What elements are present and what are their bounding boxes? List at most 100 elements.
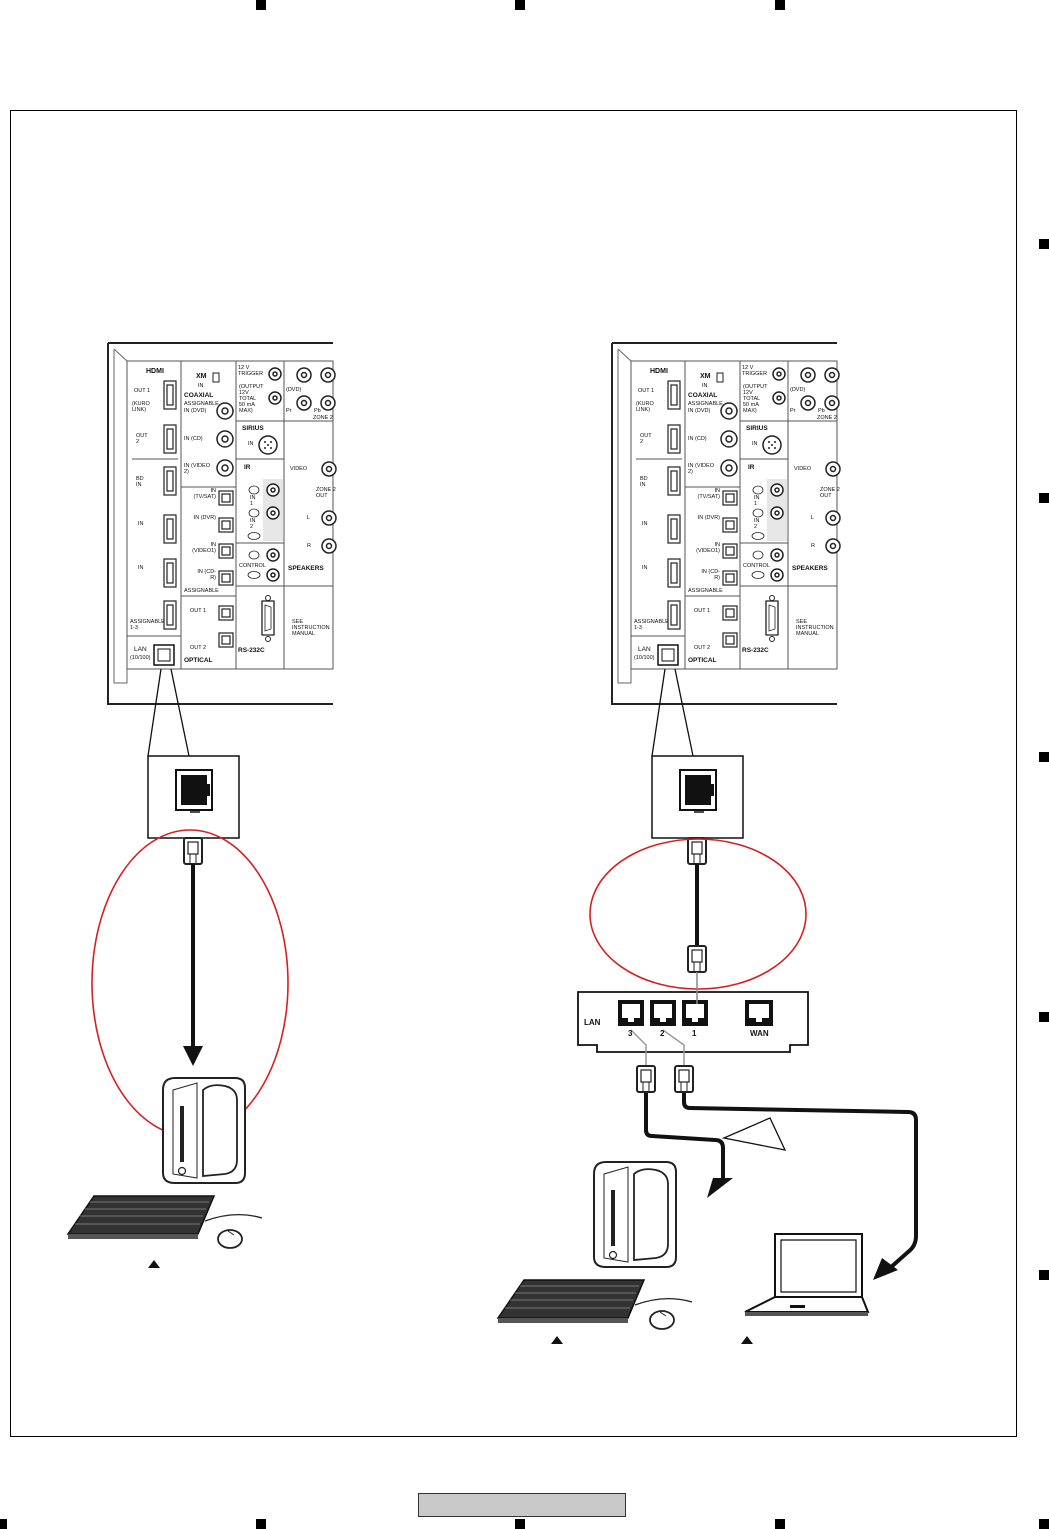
opt-assignable-label: ASSIGNABLE xyxy=(688,588,723,594)
control-label: CONTROL xyxy=(239,563,266,569)
router-wan-label: WAN xyxy=(750,1029,769,1038)
ir-in2-label: IN 2 xyxy=(250,518,256,530)
rs232c-label: RS-232C xyxy=(238,647,265,654)
registration-mark-corner-bl xyxy=(0,1519,7,1529)
registration-mark-top-3 xyxy=(775,0,785,10)
coaxial-label: COAXIAL xyxy=(184,392,214,399)
router-port1-label: 1 xyxy=(692,1029,697,1038)
sirius-label: SIRIUS xyxy=(746,425,768,432)
ir-in1-label: IN 1 xyxy=(250,495,256,507)
coaxial-label: COAXIAL xyxy=(688,392,718,399)
registration-mark-bottom-2 xyxy=(515,1519,525,1529)
hdmi-out2-label: OUT 2 xyxy=(640,433,652,445)
coax-in-video2-label: IN (VIDEO 2) xyxy=(184,463,210,475)
router-lan-label: LAN xyxy=(584,1018,601,1027)
coax-in-dvd-label: IN (DVD) xyxy=(184,408,207,414)
opt-out1-label: OUT 1 xyxy=(694,608,711,614)
opt-video1-label: IN (VIDEO1) xyxy=(696,542,720,554)
lan-label: LAN xyxy=(638,646,651,653)
opt-dvr-label: IN (DVR) xyxy=(193,515,216,521)
ir-in2-label: IN 2 xyxy=(754,518,760,530)
xm-label: XM xyxy=(700,373,711,380)
opt-out2-label: OUT 2 xyxy=(694,645,711,651)
trigger-label: 12 V TRIGGER xyxy=(742,365,768,377)
coax-assignable-label: ASSIGNABLE xyxy=(688,401,723,407)
zone2-out-label: ZONE 2 OUT xyxy=(316,487,336,499)
dvd-label: (DVD) xyxy=(790,387,806,393)
caption-marker-laptop xyxy=(741,1336,753,1344)
registration-mark-right-4 xyxy=(1039,1012,1049,1022)
highlight-circle-right xyxy=(589,838,807,990)
caption-marker-left xyxy=(148,1260,160,1268)
zoom-callout-left xyxy=(147,668,190,757)
pr-label: Pr xyxy=(790,408,796,414)
opt-video1-label: IN (VIDEO1) xyxy=(192,542,216,554)
lan-sub-label: (10/100) xyxy=(634,655,655,661)
l-label: L xyxy=(811,515,815,521)
hdmi-label: HDMI xyxy=(650,368,668,375)
registration-mark-bottom-1 xyxy=(256,1519,266,1529)
caption-marker-desktop xyxy=(551,1336,563,1344)
cable-arrow-desktop xyxy=(707,1178,733,1198)
hdmi-assignable-label: ASSIGNABLE 1-3 xyxy=(634,619,669,631)
registration-mark-right-2 xyxy=(1039,493,1049,503)
hdmi-bdin-label: BD IN xyxy=(136,476,144,488)
opt-assignable-label: ASSIGNABLE xyxy=(184,588,219,594)
see-instruction-label: SEE INSTRUCTION MANUAL xyxy=(292,619,330,637)
hdmi-in-b-label: IN xyxy=(138,565,144,571)
hdmi-in-a-label: IN xyxy=(138,521,144,527)
hdmi-bdin-label: BD IN xyxy=(640,476,648,488)
cable-arrow-left xyxy=(183,1046,203,1066)
optical-label: OPTICAL xyxy=(688,657,717,664)
router-port2-label: 2 xyxy=(660,1029,665,1038)
pb-label: Pb xyxy=(314,408,321,414)
l-label: L xyxy=(307,515,311,521)
video-label: VIDEO xyxy=(290,466,308,472)
hdmi-in-b-label: IN xyxy=(642,565,648,571)
r-label: R xyxy=(811,543,815,549)
see-instruction-label: SEE INSTRUCTION MANUAL xyxy=(796,619,834,637)
trigger-label: 12 V TRIGGER xyxy=(238,365,264,377)
output-total-label: (OUTPUT 12V TOTAL 50 mA MAX) xyxy=(743,384,768,414)
coax-assignable-label: ASSIGNABLE xyxy=(184,401,219,407)
hdmi-label: HDMI xyxy=(146,368,164,375)
xm-label: XM xyxy=(196,373,207,380)
hdmi-out2-label: OUT 2 xyxy=(136,433,148,445)
registration-mark-bottom-3 xyxy=(775,1519,785,1529)
opt-out1-label: OUT 1 xyxy=(190,608,207,614)
laptop xyxy=(744,1233,870,1316)
ir-label: IR xyxy=(748,464,755,471)
hdmi-out1-label: OUT 1 xyxy=(134,388,151,394)
coax-in-dvd-label: IN (DVD) xyxy=(688,408,711,414)
sirius-in-label: IN xyxy=(248,441,254,447)
opt-cdr-label: IN (CD-R) xyxy=(701,569,720,581)
router xyxy=(577,991,809,1053)
hdmi-out1-sub: (KURO LINK) xyxy=(132,401,150,413)
lan-sub-label: (10/100) xyxy=(130,655,151,661)
zone2-label: ZONE 2 xyxy=(313,415,333,421)
registration-mark-top-1 xyxy=(256,0,266,10)
lan-label: LAN xyxy=(134,646,147,653)
panel-labels-left: HDMI OUT 1 (KURO LINK) OUT 2 BD IN IN IN… xyxy=(108,343,338,705)
cable-arrow-laptop xyxy=(873,1258,898,1280)
coax-in-cd-label: IN (CD) xyxy=(688,436,707,442)
speakers-label: SPEAKERS xyxy=(288,565,324,572)
zone2-out-label: ZONE 2 OUT xyxy=(820,487,840,499)
panel-labels-right: HDMI OUT 1 (KURO LINK) OUT 2 BD IN IN IN… xyxy=(612,343,842,705)
pr-label: Pr xyxy=(286,408,292,414)
ir-label: IR xyxy=(244,464,251,471)
mouse-cable-right xyxy=(634,1298,693,1306)
opt-cdr-label: IN (CD-R) xyxy=(197,569,216,581)
diagram-frame xyxy=(10,110,1017,1437)
control-label: CONTROL xyxy=(743,563,770,569)
router-device-cables xyxy=(630,1029,918,1270)
optical-label: OPTICAL xyxy=(184,657,213,664)
hdmi-in-a-label: IN xyxy=(642,521,648,527)
registration-mark-right-1 xyxy=(1039,239,1049,249)
footer-bar xyxy=(418,1493,626,1517)
registration-mark-right-5 xyxy=(1039,1270,1049,1280)
ir-in1-label: IN 1 xyxy=(754,495,760,507)
hdmi-out1-label: OUT 1 xyxy=(638,388,655,394)
output-total-label: (OUTPUT 12V TOTAL 50 mA MAX) xyxy=(239,384,264,414)
